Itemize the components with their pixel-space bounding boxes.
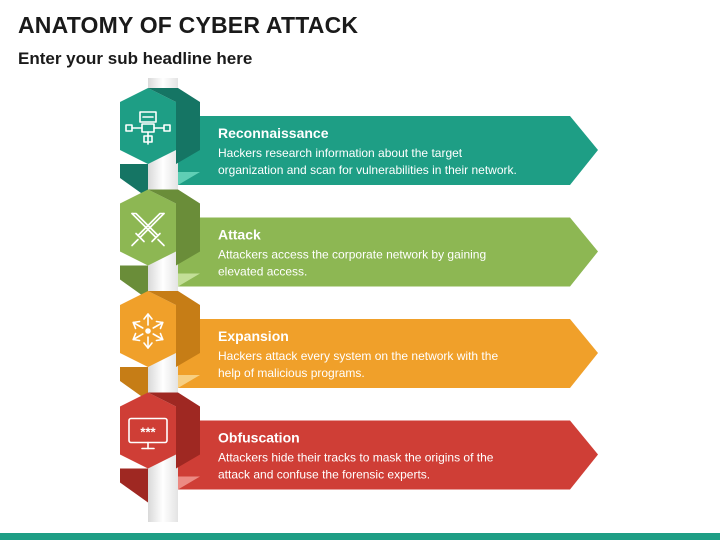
step-description-line: help of malicious programs.: [218, 366, 365, 380]
reconnaissance-icon: [125, 111, 171, 145]
monitor-masked-text: ***: [140, 425, 156, 440]
step-hexagon-front: [120, 392, 176, 469]
step-fold-dark: [120, 164, 148, 198]
step-hexagon-front: [120, 189, 176, 266]
step-fold-light: [178, 172, 200, 185]
step-hexagon-side-shade: [176, 305, 200, 353]
step-fold-dark: [120, 367, 148, 401]
step-title: Reconnaissance: [218, 125, 329, 141]
step-description-line: elevated access.: [218, 265, 307, 279]
step-arrow-banner: [178, 420, 598, 490]
page-subtitle: Enter your sub headline here: [18, 49, 253, 68]
bottom-accent-bar: [0, 533, 720, 540]
step-hexagon-side-shade: [176, 102, 200, 150]
step-fold-dark: [120, 468, 148, 503]
step-description-line: Attackers hide their tracks to mask the …: [218, 451, 494, 465]
step-description-line: Hackers research information about the t…: [218, 146, 463, 160]
step-arrow-banner: [178, 116, 598, 185]
expand-arrows-icon: [132, 313, 164, 349]
step-fold-light: [178, 375, 200, 388]
step-hexagon-side-shade: [176, 203, 200, 252]
step-title: Attack: [218, 227, 261, 243]
step-description-line: Hackers attack every system on the netwo…: [218, 349, 498, 363]
step-description-line: Attackers access the corporate network b…: [218, 248, 486, 262]
step-title: Expansion: [218, 328, 289, 344]
crossed-swords-icon: [131, 212, 165, 247]
step-hexagon-front: [120, 88, 176, 164]
step-fold-light: [178, 273, 200, 287]
step-description-line: organization and scan for vulnerabilitie…: [218, 163, 517, 177]
step-fold-light: [178, 476, 200, 490]
step-arrow-banner: [178, 217, 598, 287]
masked-password-monitor-icon: ***: [128, 417, 168, 450]
step-title: Obfuscation: [218, 430, 300, 446]
step-fold-dark: [120, 265, 148, 300]
step-description-line: attack and confuse the forensic experts.: [218, 468, 430, 482]
step-hexagon-side-shade: [176, 406, 200, 455]
step-arrow-banner: [178, 319, 598, 388]
page-title: ANATOMY OF CYBER ATTACK: [18, 12, 359, 38]
